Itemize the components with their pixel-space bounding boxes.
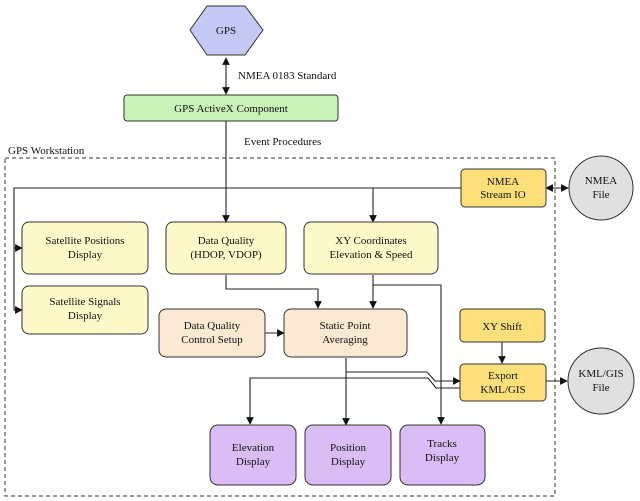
event-procedures-label: Event Procedures (244, 136, 321, 148)
svg-text:KML/GIS: KML/GIS (578, 368, 623, 380)
xy-coordinates-node: XY Coordinates Elevation & Speed (303, 221, 439, 275)
bus-to-sat-positions (13, 187, 461, 252)
sat-signals-node: Satellite Signals Display (21, 285, 149, 335)
export-kml-gis-node: Export KML/GIS (459, 363, 547, 402)
svg-text:Satellite Signals: Satellite Signals (49, 296, 120, 308)
svg-text:Stream IO: Stream IO (480, 189, 526, 201)
dataquality-static-connector (225, 275, 322, 309)
nmea-stream-io-node: NMEA Stream IO (460, 168, 547, 208)
tracks-display-node: Tracks Display (399, 424, 486, 486)
static-export-connector (346, 371, 461, 385)
svg-text:(HDOP, VDOP): (HDOP, VDOP) (190, 249, 262, 261)
static-point-averaging-node: Static Point Averaging (283, 308, 408, 358)
xy-tracks-connector (373, 284, 445, 425)
svg-text:Averaging: Averaging (322, 334, 368, 346)
svg-text:Static Point: Static Point (319, 320, 370, 332)
nmea-file-node: NMEA File (568, 155, 634, 221)
svg-text:File: File (592, 189, 609, 201)
svg-text:Export: Export (488, 370, 518, 382)
sat-positions-node: Satellite Positions Display (21, 221, 149, 275)
dq-control-setup-node: Data Quality Control Setup (158, 308, 266, 358)
svg-text:Satellite Positions: Satellite Positions (45, 235, 124, 247)
svg-text:Display: Display (68, 310, 103, 322)
svg-text:Data Quality: Data Quality (184, 320, 241, 332)
svg-text:File: File (592, 382, 609, 394)
svg-text:Elevation: Elevation (232, 442, 275, 454)
workstation-label: GPS Workstation (8, 145, 85, 157)
svg-text:GPS ActiveX Component: GPS ActiveX Component (174, 103, 288, 115)
svg-text:KML/GIS: KML/GIS (480, 384, 525, 396)
gps-node: GPS (189, 5, 264, 56)
elevation-display-node: Elevation Display (209, 424, 297, 486)
svg-text:Display: Display (236, 456, 271, 468)
svg-text:Display: Display (68, 249, 103, 261)
svg-text:NMEA: NMEA (487, 176, 519, 188)
svg-text:XY Coordinates: XY Coordinates (335, 235, 406, 247)
svg-text:Elevation & Speed: Elevation & Speed (329, 249, 413, 261)
svg-text:NMEA: NMEA (585, 175, 617, 187)
data-quality-node: Data Quality (HDOP, VDOP) (165, 221, 287, 275)
svg-text:XY Shift: XY Shift (482, 321, 522, 333)
svg-text:Display: Display (425, 452, 460, 464)
xy-shift-node: XY Shift (459, 308, 546, 343)
svg-text:Control Setup: Control Setup (181, 334, 243, 346)
svg-text:Data Quality: Data Quality (198, 235, 255, 247)
kml-gis-file-node: KML/GIS File (567, 347, 635, 415)
export-elevation-connector (246, 377, 460, 425)
svg-text:Display: Display (331, 456, 366, 468)
workstation-boundary (4, 157, 556, 497)
svg-text:Tracks: Tracks (427, 438, 457, 450)
svg-text:GPS: GPS (216, 25, 236, 37)
nmea-standard-label: NMEA 0183 Standard (238, 70, 337, 82)
svg-text:Position: Position (330, 442, 367, 454)
activex-node: GPS ActiveX Component (123, 94, 339, 122)
bus-to-sat-signals (13, 248, 23, 314)
position-display-node: Position Display (304, 424, 392, 486)
